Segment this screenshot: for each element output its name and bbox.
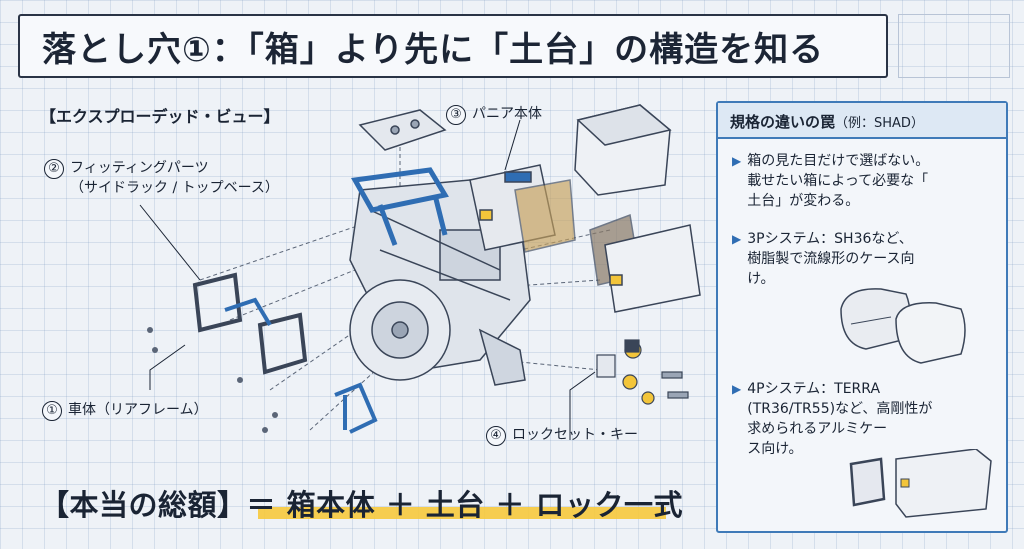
spec-panel: 規格の違いの罠（例：SHAD） ▶ 箱の見た目だけで選ばない。 載せたい箱によって… bbox=[716, 101, 1008, 533]
formula-highlight bbox=[258, 507, 666, 519]
view-label: 【エクスプローデッド・ビュー】 bbox=[40, 107, 280, 126]
spec-heading-text: 規格の違いの罠 bbox=[730, 113, 836, 131]
page-title: 落とし穴①：「箱」より先に「土台」の構造を知る bbox=[42, 29, 825, 70]
callout-number: ① bbox=[42, 401, 62, 421]
spec-item-text: 3Pシステム：SH36など、 樹脂製で流線形のケース向 け。 bbox=[747, 231, 915, 287]
callout-lock-set: ④ ロックセット・キー bbox=[486, 425, 638, 446]
side-rack-left bbox=[192, 272, 308, 375]
top-box bbox=[574, 104, 672, 196]
title-box: 落とし穴①：「箱」より先に「土台」の構造を知る bbox=[18, 14, 888, 78]
exploded-view-diagram bbox=[139, 104, 701, 440]
callout-text: フィッティングパーツ （サイドラック / トップベース） bbox=[70, 160, 279, 196]
top-rack bbox=[350, 167, 449, 246]
pannier-case-open bbox=[469, 164, 576, 253]
callout-pannier-body: ③ パニア本体 bbox=[446, 104, 542, 125]
3p-case-illustration bbox=[840, 288, 966, 364]
lock-set bbox=[596, 339, 689, 405]
side-rack-brackets bbox=[224, 297, 378, 434]
triangle-bullet-icon: ▶ bbox=[732, 232, 742, 246]
triangle-bullet-icon: ▶ bbox=[732, 154, 742, 168]
callout-fitting-parts: ② フィッティングパーツ （サイドラック / トップベース） bbox=[44, 158, 279, 198]
callout-text: パニア本体 bbox=[472, 106, 542, 122]
spec-heading-note: （例：SHAD） bbox=[835, 116, 924, 131]
side-case bbox=[589, 213, 701, 313]
callout-number: ② bbox=[44, 159, 64, 179]
top-base-plate bbox=[358, 109, 447, 151]
corner-grid-decoration bbox=[898, 14, 1010, 78]
spec-item-text: 4Pシステム：TERRA (TR36/TR55)など、高剛性が 求められるアルミ… bbox=[747, 381, 933, 457]
total-cost-formula: 【本当の総額】＝ 箱本体 ＋ 土台 ＋ ロック一式 bbox=[40, 488, 683, 522]
4p-case-illustration bbox=[849, 449, 992, 518]
callout-number: ④ bbox=[486, 426, 506, 446]
leader-lines bbox=[139, 119, 596, 440]
spec-item: ▶ 3Pシステム：SH36など、 樹脂製で流線形のケース向 け。 bbox=[732, 229, 1002, 289]
spec-item: ▶ 箱の見た目だけで選ばない。 載せたい箱によって必要な「 土台」が変わる。 bbox=[732, 151, 1002, 211]
bolt-icons bbox=[147, 327, 278, 433]
triangle-bullet-icon: ▶ bbox=[732, 382, 742, 396]
callout-text: 車体（リアフレーム） bbox=[68, 402, 208, 418]
spec-heading: 規格の違いの罠（例：SHAD） bbox=[718, 103, 1006, 139]
spec-item: ▶ 4Pシステム：TERRA (TR36/TR55)など、高剛性が 求められるアル… bbox=[732, 379, 1002, 459]
callout-text: ロックセット・キー bbox=[512, 427, 638, 443]
spec-item-text: 箱の見た目だけで選ばない。 載せたい箱によって必要な「 土台」が変わる。 bbox=[747, 153, 930, 209]
callout-rear-frame: ① 車体（リアフレーム） bbox=[42, 400, 208, 421]
callout-number: ③ bbox=[446, 105, 466, 125]
